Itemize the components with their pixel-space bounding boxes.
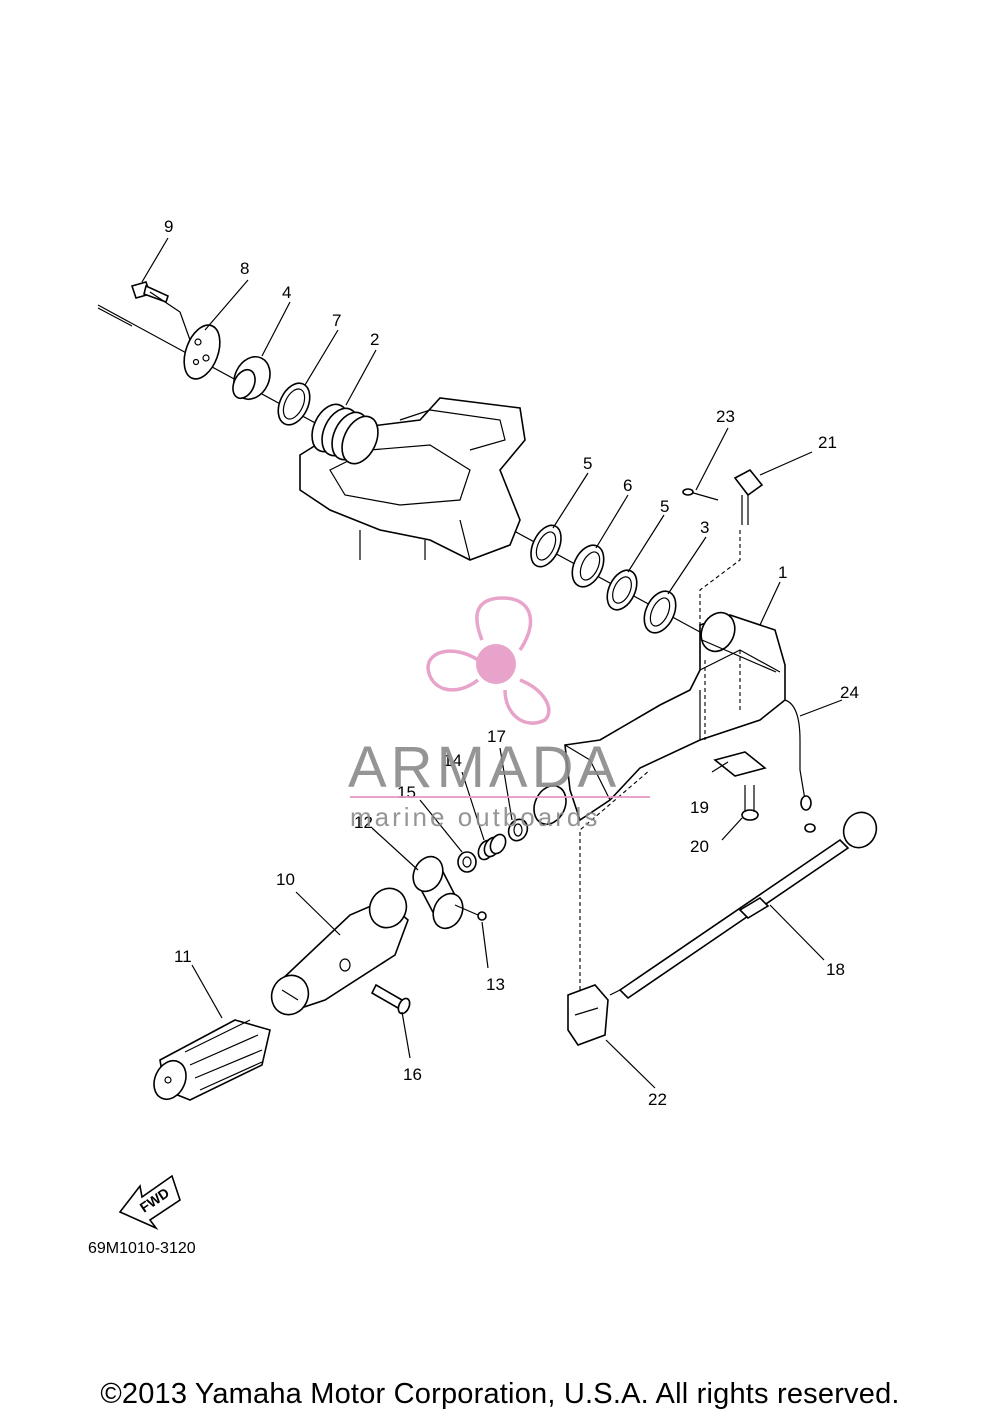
fwd-arrow-icon: FWD	[118, 1174, 181, 1230]
callout-5b: 5	[660, 497, 669, 516]
throttle-shaft-part-10	[270, 887, 409, 1016]
grommet-part-2	[311, 403, 379, 465]
callout-22: 22	[648, 1090, 667, 1109]
rod-part-18	[609, 811, 878, 1000]
callout-8: 8	[240, 259, 249, 278]
callout-24: 24	[840, 683, 859, 702]
callout-12: 12	[354, 813, 373, 832]
callout-11: 11	[174, 947, 192, 966]
washer-part-15	[457, 851, 477, 873]
collar-part-6	[571, 544, 605, 588]
propeller-logo-icon	[426, 596, 551, 725]
callout-20: 20	[690, 837, 709, 856]
callout-23: 23	[716, 407, 735, 426]
callout-4: 4	[282, 283, 291, 302]
callout-17: 17	[487, 727, 506, 746]
pin-part-13	[454, 904, 487, 921]
bushing-part-3	[643, 590, 677, 634]
callout-6: 6	[623, 476, 632, 495]
callout-2: 2	[370, 330, 379, 349]
steering-bracket-part-1	[564, 611, 786, 822]
screw-part-16	[370, 983, 411, 1015]
bushing-part-17	[507, 818, 529, 842]
callout-7: 7	[332, 311, 341, 330]
clip-part-19	[713, 751, 767, 777]
screw-part-20	[741, 785, 759, 821]
bolt-part-9	[130, 281, 181, 313]
callout-18: 18	[826, 960, 845, 979]
spring-part-14	[477, 833, 507, 861]
callout-14: 14	[443, 751, 462, 770]
callout-10: 10	[276, 870, 295, 889]
plate-part-8	[183, 324, 221, 380]
watermark-brand-name: ARMADA	[348, 735, 620, 800]
throttle-grip-part-11	[153, 1019, 271, 1101]
callout-16: 16	[403, 1065, 422, 1084]
callout-labels: 1 2 3 4 5 5 6 7 8 9 10 11 12 13 14 15 16…	[164, 217, 859, 1109]
callout-5a: 5	[583, 454, 592, 473]
callout-1: 1	[778, 563, 787, 582]
callout-19: 19	[690, 798, 709, 817]
leader-lines	[141, 237, 843, 1089]
switch-part-21	[733, 468, 764, 525]
callout-13: 13	[486, 975, 505, 994]
holder-part-22	[567, 984, 609, 1046]
callout-9: 9	[164, 217, 173, 236]
bushing-part-4	[232, 356, 271, 400]
cable-part-24	[784, 699, 806, 801]
washer-part-5b	[606, 569, 638, 611]
armada-watermark: ARMADA marine outboards	[348, 596, 650, 832]
callout-3: 3	[700, 518, 709, 537]
diagram-code: 69M1010-3120	[88, 1240, 196, 1257]
copyright-notice: ©2013 Yamaha Motor Corporation, U.S.A. A…	[100, 1378, 900, 1410]
o-ring-part-7	[277, 382, 311, 426]
washer-part-5a	[530, 524, 562, 568]
callout-21: 21	[818, 433, 837, 452]
watermark-tagline: marine outboards	[350, 802, 600, 832]
pin-part-23	[682, 488, 719, 501]
